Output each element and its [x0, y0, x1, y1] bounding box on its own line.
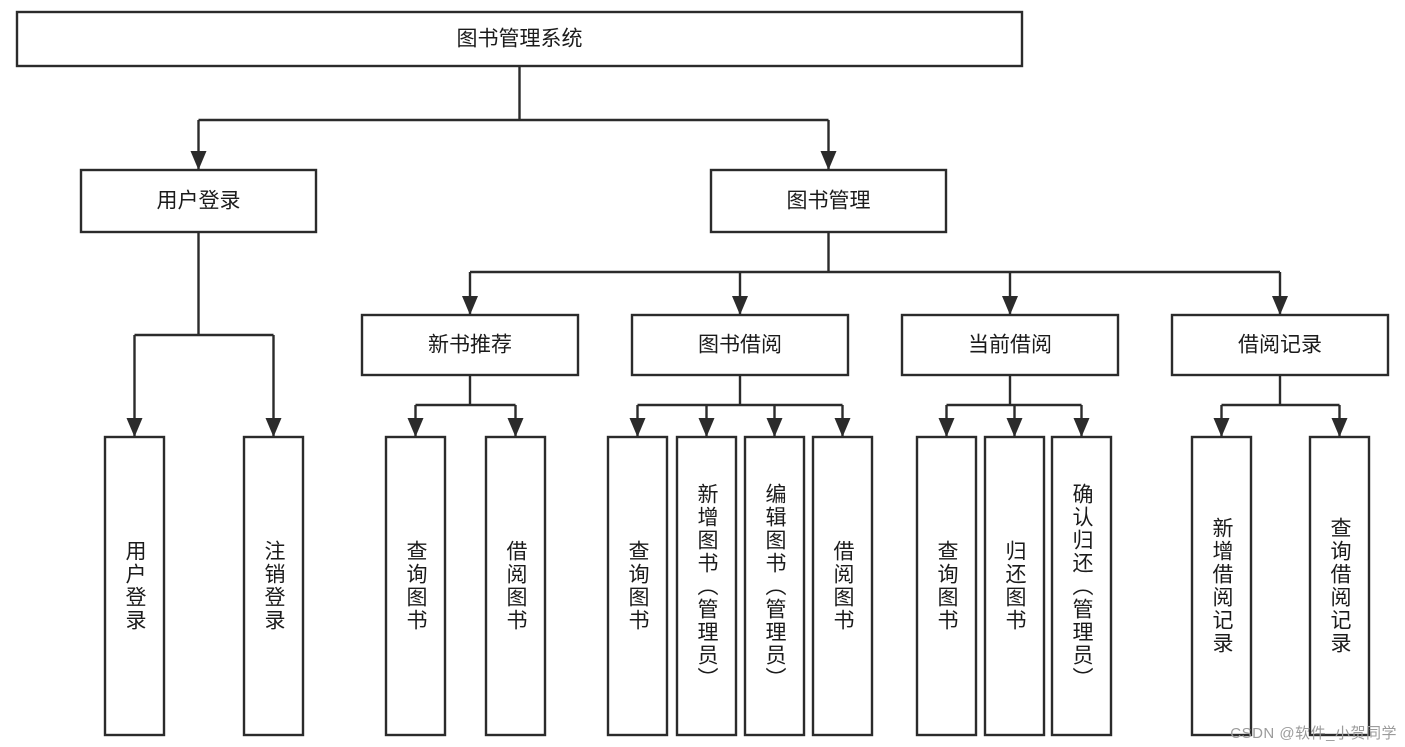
- node-boxes-layer: [15, 10, 1390, 737]
- node-box-l1-book-mgmt[interactable]: [709, 168, 948, 234]
- node-box-root[interactable]: [15, 10, 1024, 68]
- node-label-l2-borrow-record: 借阅记录: [1238, 334, 1322, 357]
- node-box-leaf-query-book-a[interactable]: [384, 435, 447, 737]
- node-box-l1-user-login[interactable]: [79, 168, 318, 234]
- arrow-head-icon: [938, 418, 955, 437]
- arrow-head-icon: [1272, 296, 1288, 315]
- node-box-leaf-borrow-book-b[interactable]: [811, 435, 874, 737]
- arrow-head-icon: [1006, 418, 1023, 437]
- node-label-l1-user-login: 用户登录: [157, 190, 241, 213]
- arrow-head-icon: [265, 418, 282, 437]
- node-label-l2-current-borrow: 当前借阅: [968, 334, 1052, 357]
- arrow-head-icon: [1213, 418, 1230, 437]
- arrow-head-icon: [1073, 418, 1090, 437]
- csdn-watermark: CSDN @软件_小贺同学: [1230, 725, 1397, 742]
- node-box-leaf-add-book-admin[interactable]: [675, 435, 738, 737]
- arrow-head-icon: [126, 418, 143, 437]
- node-label-l1-book-mgmt: 图书管理: [787, 190, 871, 213]
- node-box-leaf-edit-book-admin[interactable]: [743, 435, 806, 737]
- node-box-leaf-user-login[interactable]: [103, 435, 166, 737]
- node-box-l2-current-borrow[interactable]: [900, 313, 1120, 377]
- arrow-head-icon: [766, 418, 783, 437]
- arrow-head-icon: [698, 418, 715, 437]
- node-box-leaf-query-borrow-record[interactable]: [1308, 435, 1371, 737]
- node-box-l2-new-book-rec[interactable]: [360, 313, 580, 377]
- arrow-head-icon: [629, 418, 646, 437]
- arrow-head-icon: [190, 151, 207, 170]
- node-box-leaf-query-book-b[interactable]: [606, 435, 669, 737]
- node-box-l2-borrow-record[interactable]: [1170, 313, 1390, 377]
- node-label-l2-book-borrow: 图书借阅: [698, 334, 782, 357]
- node-label-l2-new-book-rec: 新书推荐: [428, 334, 512, 357]
- arrow-head-icon: [407, 418, 424, 437]
- arrow-head-icon: [732, 296, 748, 315]
- arrow-head-icon: [820, 151, 837, 170]
- node-box-l2-book-borrow[interactable]: [630, 313, 850, 377]
- connectors-layer: [126, 66, 1348, 437]
- node-box-leaf-logout-login[interactable]: [242, 435, 305, 737]
- arrow-head-icon: [462, 296, 478, 315]
- arrow-head-icon: [507, 418, 524, 437]
- arrow-head-icon: [834, 418, 851, 437]
- node-box-leaf-borrow-book-a[interactable]: [484, 435, 547, 737]
- node-box-leaf-return-book[interactable]: [983, 435, 1046, 737]
- node-box-leaf-add-borrow-record[interactable]: [1190, 435, 1253, 737]
- node-box-leaf-confirm-return-admin[interactable]: [1050, 435, 1113, 737]
- arrow-head-icon: [1331, 418, 1348, 437]
- arrow-head-icon: [1002, 296, 1018, 315]
- node-label-root: 图书管理系统: [457, 28, 583, 51]
- node-box-leaf-query-book-c[interactable]: [915, 435, 978, 737]
